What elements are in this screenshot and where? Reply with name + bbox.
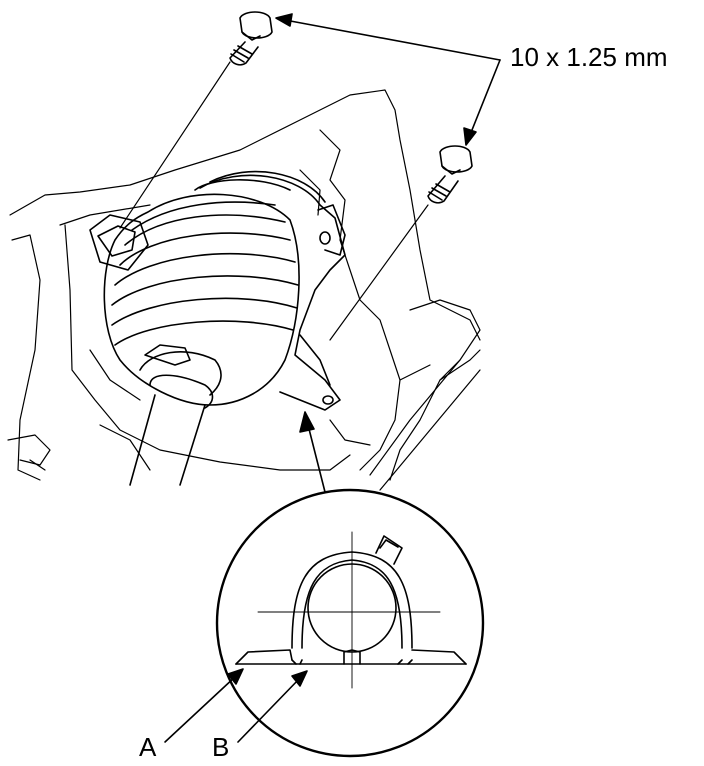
leader-line-b (237, 677, 301, 743)
bolt-alignment-lines (119, 61, 429, 341)
detail-pointer-line (307, 424, 326, 493)
arrowhead-a (227, 668, 244, 685)
bearing-support-bracket (89, 170, 346, 411)
leader-line-a (164, 675, 237, 743)
arrowhead-upper-bolt (275, 13, 293, 27)
detail-pointer-arrowhead (299, 411, 315, 433)
bolt-spec-label: 10 x 1.25 mm (510, 42, 668, 72)
detail-bracket-view (235, 531, 467, 689)
transmission-housing-outline (7, 89, 481, 491)
spec-leader-lines (284, 19, 501, 136)
bearing-boot (103, 179, 300, 406)
arrowhead-b (291, 670, 308, 687)
lower-bolt (427, 145, 473, 204)
upper-bolt (229, 11, 273, 66)
callout-label-b: B (212, 732, 230, 762)
detail-magnifier-circle (215, 488, 485, 758)
callout-label-a: A (139, 732, 157, 762)
drive-shaft (129, 374, 214, 486)
arrowhead-lower-bolt (463, 127, 477, 146)
